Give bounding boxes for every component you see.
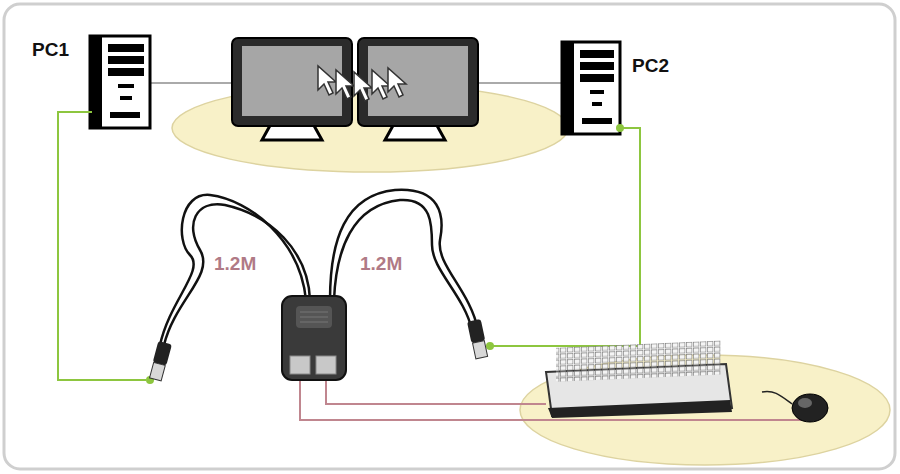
mouse [762, 392, 828, 422]
port-dot [616, 124, 624, 132]
cable-length: 1.2M [214, 254, 256, 275]
pc-tower [90, 36, 150, 128]
keyboard [546, 341, 732, 418]
frame [4, 4, 895, 469]
video-cable [150, 82, 232, 84]
pc-label-node: PC2 [632, 56, 669, 77]
usb-link [58, 112, 146, 380]
usb-plug [467, 319, 489, 359]
pc-tower [562, 42, 620, 134]
monitor [232, 38, 352, 140]
port-dot [486, 342, 494, 350]
device-name: PC1 [32, 40, 69, 61]
video-cable [478, 82, 562, 84]
kvm-cable [160, 190, 478, 345]
device-name: PC2 [632, 56, 669, 77]
usb-link [492, 128, 640, 346]
cable-length: 1.2M [360, 254, 402, 275]
monitor [358, 38, 478, 140]
kvm-switch [282, 296, 346, 380]
mouse-cursor-trail [318, 66, 406, 101]
usb-plug [149, 341, 172, 381]
pc-label-node: PC1 [32, 40, 69, 61]
keyboard-cable [326, 378, 546, 404]
